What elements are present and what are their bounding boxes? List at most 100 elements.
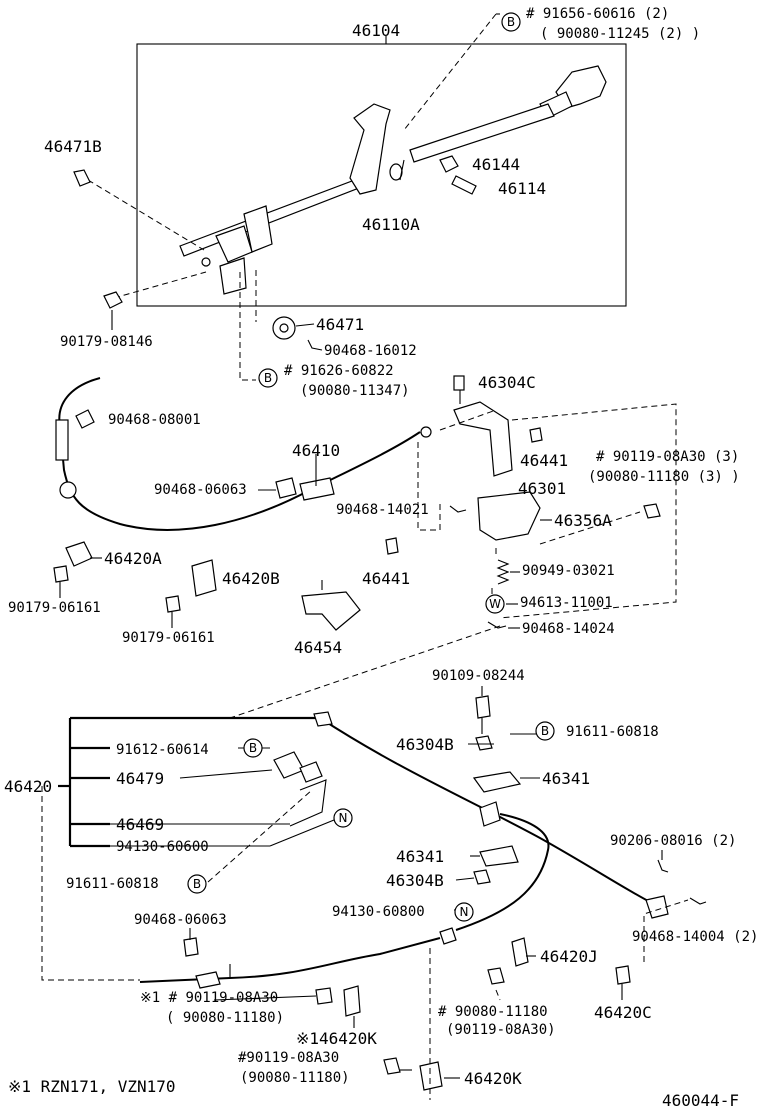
label-46471B: 46471B bbox=[44, 137, 102, 156]
label-90468-14004: 90468-14004 (2) bbox=[632, 929, 758, 945]
clip-90468-14004-part bbox=[689, 897, 707, 905]
label-46301: 46301 bbox=[518, 479, 566, 498]
b-symbol-3 bbox=[535, 721, 555, 741]
label-46471: 46471 bbox=[316, 315, 364, 334]
rear-cable-right bbox=[319, 717, 651, 903]
spring-90949-03021-part bbox=[496, 559, 510, 585]
b-symbol-5 bbox=[187, 874, 207, 894]
nut-46304B-b-part bbox=[473, 869, 491, 885]
w-symbol-text: W bbox=[489, 597, 501, 611]
label-46420C: 46420C bbox=[594, 1003, 652, 1022]
nut-90179-06161-a-part bbox=[53, 565, 69, 583]
spec-r1-line1: # 90119-08A30 (3) bbox=[596, 449, 739, 465]
b-symbol-3-text: B bbox=[541, 724, 549, 738]
label-46420A: 46420A bbox=[104, 549, 162, 568]
label-90468-14021: 90468-14021 bbox=[336, 502, 429, 518]
label-46341-b: 46341 bbox=[396, 847, 444, 866]
label-46144: 46144 bbox=[472, 155, 520, 174]
spec-k2-line2: (90119-08A30) bbox=[446, 1022, 556, 1038]
clip-90468-06063-b-part bbox=[183, 937, 199, 957]
label-46420: 46420 bbox=[4, 777, 52, 796]
bracket-46479-b-part bbox=[299, 761, 323, 783]
label-91612-60614: 91612-60614 bbox=[116, 742, 209, 758]
pin-46114-part bbox=[451, 175, 477, 195]
spec-k1-line1: ※1 # 90119-08A30 bbox=[140, 990, 278, 1006]
cover-46454-part bbox=[301, 591, 361, 631]
nut-46144-part bbox=[439, 155, 459, 173]
bracket-46420A-part bbox=[65, 541, 93, 567]
label-90179-06161-b: 90179-06161 bbox=[122, 630, 215, 646]
clip-90468-14021-part bbox=[449, 505, 467, 513]
bolt-k2-part bbox=[487, 967, 505, 985]
figure-id: 460044-F bbox=[662, 1091, 739, 1110]
label-46420K-b: 46420K bbox=[464, 1069, 522, 1088]
b-symbol-4 bbox=[243, 738, 263, 758]
bolt-90109-08244-part bbox=[475, 695, 491, 719]
bracket-46341-a-part bbox=[472, 771, 522, 793]
label-94130-60600: 94130-60600 bbox=[116, 839, 209, 855]
spec-k3-line1: #90119-08A30 bbox=[238, 1050, 339, 1066]
label-46341-a: 46341 bbox=[542, 769, 590, 788]
label-46441-b: 46441 bbox=[362, 569, 410, 588]
bracket-46479-part bbox=[273, 751, 305, 779]
bolt-46304C-part bbox=[453, 375, 465, 391]
clip-90468-14024-part bbox=[487, 621, 507, 629]
w-symbol bbox=[485, 594, 505, 614]
clip-90468-06063-part bbox=[275, 477, 297, 499]
rear-cable-left bbox=[139, 937, 441, 983]
bracket-46420J-part bbox=[511, 937, 529, 967]
footnote: ※1 RZN171, VZN170 bbox=[8, 1077, 176, 1096]
b-symbol-1 bbox=[501, 12, 521, 32]
n-symbol-2-text: N bbox=[460, 905, 469, 919]
bracket-46420B-part bbox=[191, 559, 217, 597]
label-46304B-a: 46304B bbox=[396, 735, 454, 754]
nut-90179-08146-part bbox=[103, 291, 123, 309]
label-46110A: 46110A bbox=[362, 215, 420, 234]
label-46304B-b: 46304B bbox=[386, 871, 444, 890]
rear-cable-left-2 bbox=[455, 813, 550, 931]
spec-b1-line2: ( 90080-11245 (2) ) bbox=[540, 26, 700, 42]
label-46454: 46454 bbox=[294, 638, 342, 657]
label-90949-03021: 90949-03021 bbox=[522, 563, 615, 579]
bracket-46420K-b-part bbox=[419, 1061, 443, 1091]
label-91611-60818-a: 91611-60818 bbox=[566, 724, 659, 740]
bracket-46420K-a-part bbox=[343, 985, 361, 1017]
label-46410: 46410 bbox=[292, 441, 340, 460]
clip-90206-08016-part bbox=[657, 859, 669, 873]
bracket-46341-b-part bbox=[479, 845, 519, 867]
label-90468-06063-b: 90468-06063 bbox=[134, 912, 227, 928]
label-46304C: 46304C bbox=[478, 373, 536, 392]
clip-90468-16012-part bbox=[307, 339, 323, 351]
label-90179-08146: 90179-08146 bbox=[60, 334, 153, 350]
b-symbol-4-text: B bbox=[249, 741, 257, 755]
bolt-k3-part bbox=[383, 1057, 401, 1075]
b-symbol-1-text: B bbox=[507, 15, 515, 29]
clip-46469-part bbox=[289, 779, 327, 827]
bolt-right-90119-part bbox=[643, 503, 661, 519]
label-46469: 46469 bbox=[116, 815, 164, 834]
label-46420B: 46420B bbox=[222, 569, 280, 588]
spec-k2-line1: # 90080-11180 bbox=[438, 1004, 548, 1020]
label-46479: 46479 bbox=[116, 769, 164, 788]
n-symbol-1 bbox=[333, 808, 353, 828]
label-90206-08016: 90206-08016 (2) bbox=[610, 833, 736, 849]
spec-k1-line2: ( 90080-11180) bbox=[166, 1010, 284, 1026]
spec-b2-line1: # 91626-60822 bbox=[284, 363, 394, 379]
label-90179-06161-a: 90179-06161 bbox=[8, 600, 101, 616]
spec-k3-line2: (90080-11180) bbox=[240, 1070, 350, 1086]
b-symbol-2-text: B bbox=[264, 371, 272, 385]
nut-46441-b-part bbox=[385, 537, 399, 555]
lever-assembly-box bbox=[136, 43, 627, 307]
bolt-46471B-part bbox=[73, 169, 91, 187]
equalizer-46301-part bbox=[453, 401, 513, 477]
clip-90468-08001-part bbox=[75, 409, 95, 429]
label-94613-11001: 94613-11001 bbox=[520, 595, 613, 611]
label-46114: 46114 bbox=[498, 179, 546, 198]
label-91611-60818-b: 91611-60818 bbox=[66, 876, 159, 892]
spec-b1-line1: # 91656-60616 (2) bbox=[526, 6, 669, 22]
n-symbol-1-text: N bbox=[339, 811, 348, 825]
label-90468-06063-a: 90468-06063 bbox=[154, 482, 247, 498]
label-46420J: 46420J bbox=[540, 947, 598, 966]
spec-r1-line2: (90080-11180 (3) ) bbox=[588, 469, 740, 485]
